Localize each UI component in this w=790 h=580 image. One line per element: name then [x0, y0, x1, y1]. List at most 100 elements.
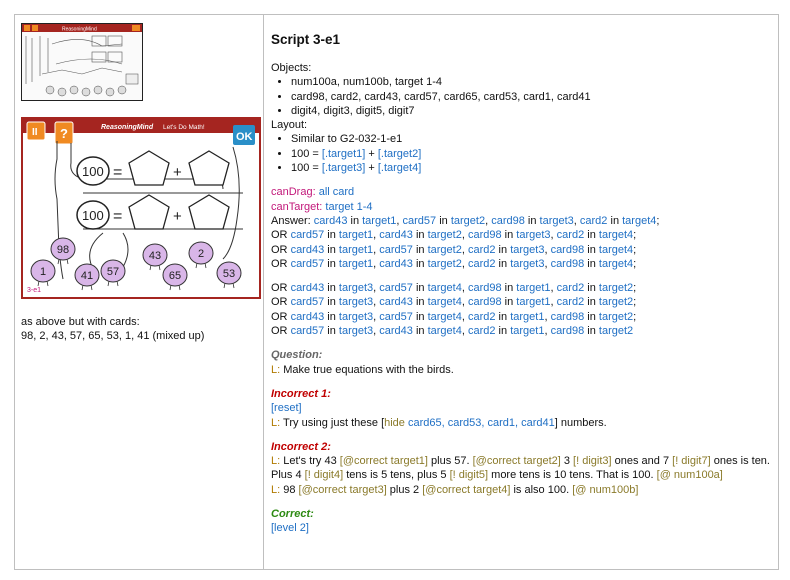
script-title: Script 3-e1 — [271, 32, 341, 47]
incorrect1-text-end: ] numbers. — [554, 416, 607, 429]
variant-note: as above but with cards: 98, 2, 43, 57, … — [21, 315, 204, 343]
layout-text: 100 = — [291, 162, 322, 175]
layout-text: 100 = — [291, 147, 322, 160]
card-ref: card43 — [290, 243, 325, 256]
answer-line: OR card43 in target3, card57 in target4,… — [271, 281, 771, 295]
in-word: in — [412, 282, 428, 295]
target-ref: target2 — [598, 282, 634, 295]
bird-card-57[interactable]: 57 — [100, 259, 126, 287]
card-ref: card57 — [402, 214, 437, 227]
note-line-2: 98, 2, 43, 57, 65, 53, 1, 41 (mixed up) — [21, 330, 205, 342]
bird-number: 65 — [169, 270, 181, 282]
separator: , — [396, 214, 403, 227]
target-ref: target4 — [427, 296, 462, 309]
separator: , — [550, 296, 557, 309]
card-ref: card43 — [313, 214, 348, 227]
digit-command: [! digit7] — [672, 455, 711, 468]
note-line-1: as above but with cards: — [21, 316, 140, 328]
in-word: in — [584, 325, 599, 338]
target4-pentagon[interactable] — [188, 194, 230, 230]
speaker-label: L: — [271, 483, 281, 496]
layout-item: 100 = [.target1] + [.target2] — [291, 147, 771, 161]
text: 3 — [560, 455, 574, 468]
answer-line: OR card57 in target3, card43 in target4,… — [271, 295, 771, 309]
card-ref: card2 — [467, 310, 496, 323]
target-ref: target1 — [338, 243, 374, 256]
target3-pentagon[interactable] — [128, 194, 170, 230]
target-ref: target3 — [510, 257, 545, 270]
bird-card-2[interactable]: 2 — [188, 241, 214, 269]
in-word: in — [324, 282, 339, 295]
card-ref: card57 — [379, 282, 413, 295]
in-word: in — [501, 282, 517, 295]
target-ref: target1 — [516, 296, 551, 309]
card-ref: card98 — [467, 282, 502, 295]
plus-sign: + — [173, 164, 182, 181]
in-word: in — [584, 296, 599, 309]
separator: , — [373, 282, 380, 295]
layout-item: Similar to G2-032-1-e1 — [291, 132, 771, 146]
digit-command: [! digit5] — [449, 469, 489, 482]
card-ref: card2 — [556, 296, 585, 309]
layout-label: Layout: — [271, 119, 308, 132]
bird-card-41[interactable]: 41 — [74, 263, 100, 291]
in-word: in — [412, 243, 428, 256]
target-ref: target4 — [427, 282, 462, 295]
candrag-value: all card — [315, 186, 355, 199]
answer-prefix: OR — [271, 257, 291, 270]
card-ref: card43 — [379, 229, 413, 242]
card-ref: card98 — [550, 310, 585, 323]
target-ref: target2 — [598, 296, 634, 309]
target-ref: target4 — [598, 257, 634, 270]
bird-card-43[interactable]: 43 — [142, 243, 168, 271]
target-ref: target1 — [510, 325, 545, 338]
ok-button[interactable]: OK — [233, 125, 255, 145]
separator: ; — [633, 282, 637, 295]
correct-command: [@correct target1] — [339, 455, 428, 468]
in-word: in — [495, 257, 511, 270]
correct-command: [@correct target3] — [298, 483, 387, 496]
target-ref: [.target3] — [321, 162, 366, 175]
num100a-circle — [76, 156, 110, 186]
in-word: in — [495, 243, 511, 256]
card-ref: card57 — [290, 229, 325, 242]
target-ref: [.target1] — [321, 147, 366, 160]
target1-pentagon[interactable] — [128, 150, 170, 186]
target-ref: target1 — [362, 214, 397, 227]
pause-button[interactable]: II — [26, 121, 46, 141]
card-ref: card98 — [550, 257, 585, 270]
correct-command: [@correct target4] — [422, 483, 511, 496]
card-ref: card43 — [290, 310, 325, 323]
answer-prefix: OR — [271, 229, 291, 242]
in-word: in — [607, 214, 623, 227]
bird-card-65[interactable]: 65 — [162, 263, 188, 291]
question-line: L: Make true equations with the birds. — [271, 363, 771, 377]
bird-card-53[interactable]: 53 — [216, 261, 242, 289]
text: 98 — [280, 483, 299, 496]
objects-item: num100a, num100b, target 1-4 — [291, 75, 771, 89]
question-icon: ? — [60, 126, 68, 141]
card-ref: card2 — [556, 282, 585, 295]
card-ref: card57 — [290, 257, 325, 270]
incorrect2-label: Incorrect 2: — [271, 440, 331, 453]
separator: ; — [656, 214, 660, 227]
in-word: in — [495, 325, 511, 338]
bird-card-1[interactable]: 1 — [30, 259, 56, 287]
help-button[interactable]: ? — [54, 121, 74, 145]
answer-line: OR card57 in target3, card43 in target4,… — [271, 324, 771, 338]
separator: , — [461, 310, 468, 323]
bird-card-98[interactable]: 98 — [50, 237, 76, 265]
bird-number: 43 — [149, 250, 161, 262]
highlight-command: [@ num100a] — [656, 469, 723, 482]
in-word: in — [584, 257, 599, 270]
text: plus 2 — [386, 483, 423, 496]
in-word: in — [347, 214, 363, 227]
target2-pentagon[interactable] — [188, 150, 230, 186]
separator: ; — [633, 296, 637, 309]
in-word: in — [324, 310, 339, 323]
activity-art: ReasoningMind Let's Do Math! II ? OK — [23, 119, 259, 294]
separator: , — [373, 243, 380, 256]
card-ref: card98 — [467, 296, 502, 309]
pause-icon: II — [32, 127, 38, 138]
